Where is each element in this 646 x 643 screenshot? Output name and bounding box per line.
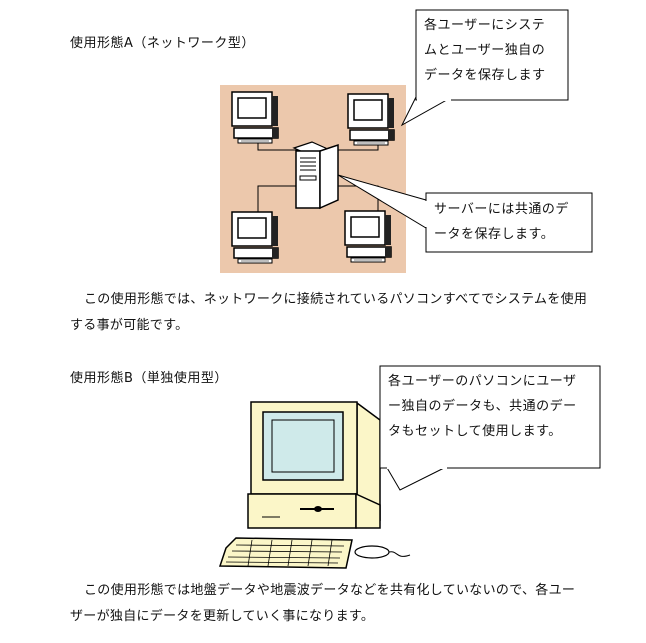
computer-icon-bottom-right (344, 210, 392, 263)
keyboard-icon (218, 537, 353, 569)
callout-standalone-line: タもセットして使用します。 (388, 424, 562, 439)
computer-icon-top-left (231, 91, 279, 144)
paragraph-line: この使用形態では、ネットワークに接続されているパソコンすべてでシステムを使用 (84, 292, 588, 307)
standalone-computer-illustration (218, 401, 411, 569)
mouse-icon (354, 545, 390, 559)
callout-server-line: サーバーには共通のデ (434, 202, 569, 217)
callout-top-line: データを保存します (424, 68, 546, 83)
network-diagram (220, 85, 406, 273)
callout-standalone-line: ー独自のデータも、共通のデー (388, 399, 577, 414)
callout-server-line: ータを保存します。 (434, 227, 555, 242)
callout-server-text: サーバーには共通のデ ータを保存します。 (434, 197, 592, 247)
callout-top-text: 各ユーザーにシステ ムとユーザー独自の データを保存します (424, 13, 568, 88)
server-icon (292, 141, 339, 210)
section-a-heading: 使用形態A（ネットワーク型） (70, 36, 255, 51)
callout-server-bubble (337, 174, 593, 253)
callout-top-bubble (400, 9, 569, 127)
computer-icon-top-right (347, 93, 395, 146)
paragraph-line: する事が可能です。 (70, 318, 189, 333)
callout-top-line: ムとユーザー独自の (424, 43, 546, 58)
callout-standalone-text: 各ユーザーのパソコンにユーザ ー独自のデータも、共通のデー タもセットして使用し… (388, 369, 598, 444)
callout-top-line: 各ユーザーにシステ (424, 18, 546, 33)
paragraph-line: この使用形態では地盤データや地震波データなどを共有化していないので、各ユー (84, 583, 576, 598)
section-b-heading: 使用形態B（単独使用型） (70, 371, 228, 386)
callout-standalone-bubble (379, 365, 601, 491)
section-a-paragraph: この使用形態では、ネットワークに接続されているパソコンすべてでシステムを使用 す… (70, 287, 630, 339)
computer-icon-bottom-left (231, 211, 279, 264)
callout-standalone-line: 各ユーザーのパソコンにユーザ (388, 374, 577, 389)
section-b-paragraph: この使用形態では地盤データや地震波データなどを共有化していないので、各ユー ザー… (70, 578, 630, 630)
paragraph-line: ザーが独自にデータを更新していく事になります。 (70, 609, 375, 624)
